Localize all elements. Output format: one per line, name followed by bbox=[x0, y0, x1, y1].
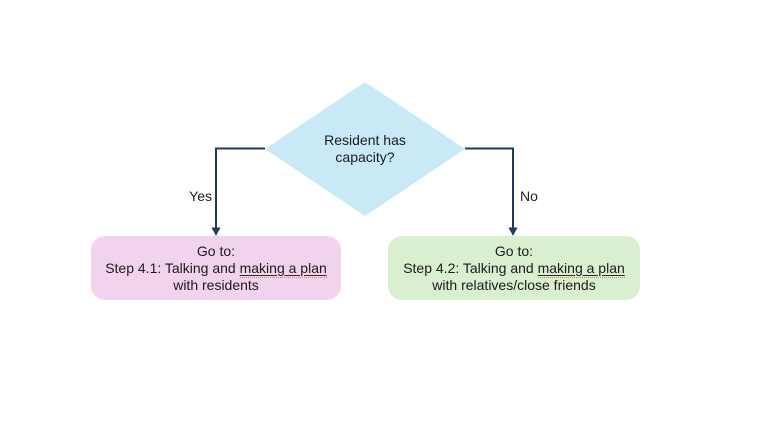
yes-branch-label: Yes bbox=[189, 188, 212, 204]
decision-diamond-shape bbox=[265, 82, 465, 216]
yes-connector-line bbox=[215, 147, 265, 229]
no-outcome-line3: with relatives/close friends bbox=[432, 276, 596, 293]
no-arrowhead-icon bbox=[508, 227, 518, 236]
yes-outcome-line3: with residents bbox=[173, 276, 259, 293]
no-outcome-line1: Go to: bbox=[494, 242, 534, 259]
yes-outcome-box: Go to: Step 4.1: Talking and making a pl… bbox=[91, 236, 341, 300]
no-outcome-line2: Step 4.2: Talking and making a plan bbox=[403, 259, 625, 278]
yes-outcome-line2: Step 4.1: Talking and making a plan bbox=[105, 259, 327, 278]
yes-arrowhead-icon bbox=[211, 227, 221, 236]
no-outcome-underlined-phrase: making a plan bbox=[537, 259, 625, 278]
no-outcome-line2-text: Step 4.2: Talking and bbox=[403, 259, 538, 276]
decision-question: Resident has capacity? bbox=[324, 132, 406, 165]
yes-outcome-line2-text: Step 4.1: Talking and bbox=[105, 259, 240, 276]
yes-outcome-underlined-phrase: making a plan bbox=[239, 259, 327, 278]
yes-outcome-line1: Go to: bbox=[196, 242, 236, 259]
no-connector-line bbox=[465, 147, 514, 229]
no-branch-label: No bbox=[520, 188, 538, 204]
no-outcome-box: Go to: Step 4.2: Talking and making a pl… bbox=[388, 236, 640, 300]
